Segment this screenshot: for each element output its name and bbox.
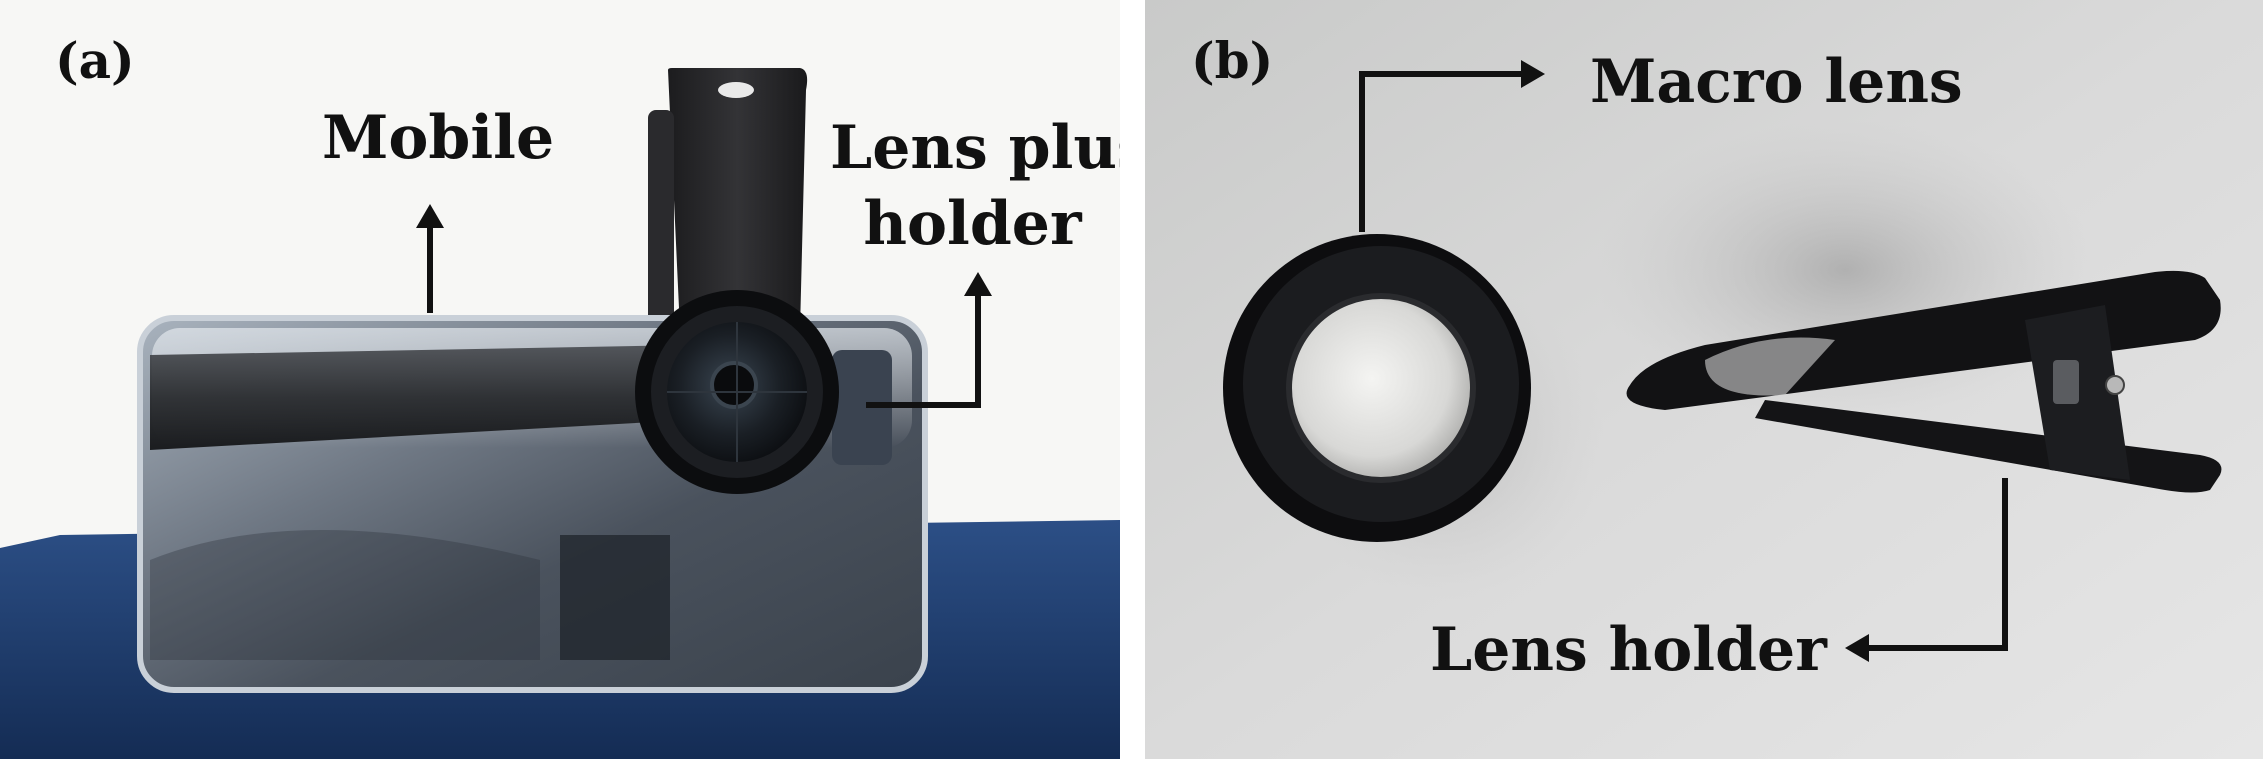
macro-lens-glass-rim xyxy=(1286,293,1476,483)
panel-a-letter: (a) xyxy=(55,31,135,90)
lens-holder-arm xyxy=(150,345,690,450)
lens-holder-arrow-head xyxy=(1845,634,1869,662)
clip-body xyxy=(668,68,808,330)
panel-b: (b) Macro lens Lens holder xyxy=(1145,0,2263,759)
lens-holder-label: Lens holder xyxy=(1430,615,1827,685)
phone-reflection-shadow xyxy=(150,530,540,660)
phone-reflection-dark xyxy=(560,535,670,660)
lens-holder-pivot xyxy=(2105,375,2125,395)
macro-lens-arrow-head xyxy=(1521,60,1545,88)
panel-a: (a) Mobile Lens plus holder xyxy=(0,0,1120,759)
lens-holder-spring xyxy=(2053,360,2079,404)
lens-holder-ring-opening xyxy=(1705,337,1835,396)
lens-plus-holder-arrow-head xyxy=(964,272,992,296)
lens-plus-holder-label-line2: holder xyxy=(863,189,1082,259)
panel-b-photo xyxy=(1145,0,2263,759)
lens-center xyxy=(710,361,758,409)
panel-a-photo xyxy=(0,0,1120,759)
macro-lens-glass xyxy=(1289,296,1473,480)
panel-b-letter: (b) xyxy=(1191,31,1274,90)
clip-hole xyxy=(718,82,754,98)
macro-lens-arrow xyxy=(1359,71,1527,232)
lens-holder-arrow xyxy=(1863,478,2008,651)
clip-side xyxy=(648,110,674,330)
mobile-label: Mobile xyxy=(322,103,555,173)
lens-plus-holder-label-line1: Lens plus xyxy=(830,113,1120,183)
lens-plus-holder-arrow xyxy=(866,290,981,408)
mobile-arrow-head xyxy=(416,204,444,228)
macro-lens-label: Macro lens xyxy=(1590,47,1963,117)
phone-edge xyxy=(137,315,928,693)
phone-camera-module xyxy=(832,350,892,465)
